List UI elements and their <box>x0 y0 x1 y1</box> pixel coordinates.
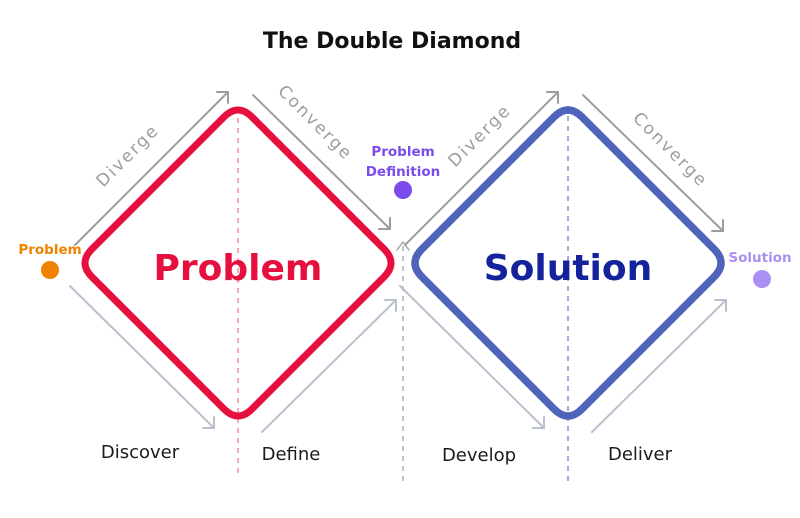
problem-definition-label-line1: Problem <box>371 144 434 160</box>
phase-discover-label: Discover <box>101 442 180 463</box>
phase-define-label: Define <box>262 444 321 465</box>
problem-diverge-arrow-icon <box>74 91 229 246</box>
problem-discover-arrow-icon <box>69 285 215 429</box>
midpoint-up-arrow-icon <box>396 241 410 251</box>
solution-milestone-label: Solution <box>728 250 791 266</box>
phase-deliver-label: Deliver <box>608 444 673 465</box>
solution-diverge-arrow-icon <box>404 91 559 246</box>
solution-diamond-title: Solution <box>484 248 653 289</box>
solution-milestone-dot <box>753 270 771 288</box>
problem-definition-dot <box>394 181 412 199</box>
problem-milestone-dot <box>41 261 59 279</box>
solution-deliver-arrow-icon <box>591 299 727 433</box>
problem-diamond-title: Problem <box>154 248 323 289</box>
problem-diamond-outline <box>81 106 395 420</box>
solution-develop-arrow-icon <box>399 285 545 429</box>
problem-definition-label-line2: Definition <box>366 164 441 180</box>
page-title: The Double Diamond <box>263 29 521 54</box>
phase-develop-label: Develop <box>442 445 516 466</box>
solution-diamond-outline <box>411 106 725 420</box>
problem-diverge-label: Diverge <box>93 121 164 192</box>
problem-converge-arrow-icon <box>252 94 391 230</box>
solution-diverge-label: Diverge <box>445 101 516 172</box>
problem-milestone-label: Problem <box>18 242 81 258</box>
solution-converge-arrow-icon <box>582 94 724 232</box>
problem-define-arrow-icon <box>261 299 397 433</box>
